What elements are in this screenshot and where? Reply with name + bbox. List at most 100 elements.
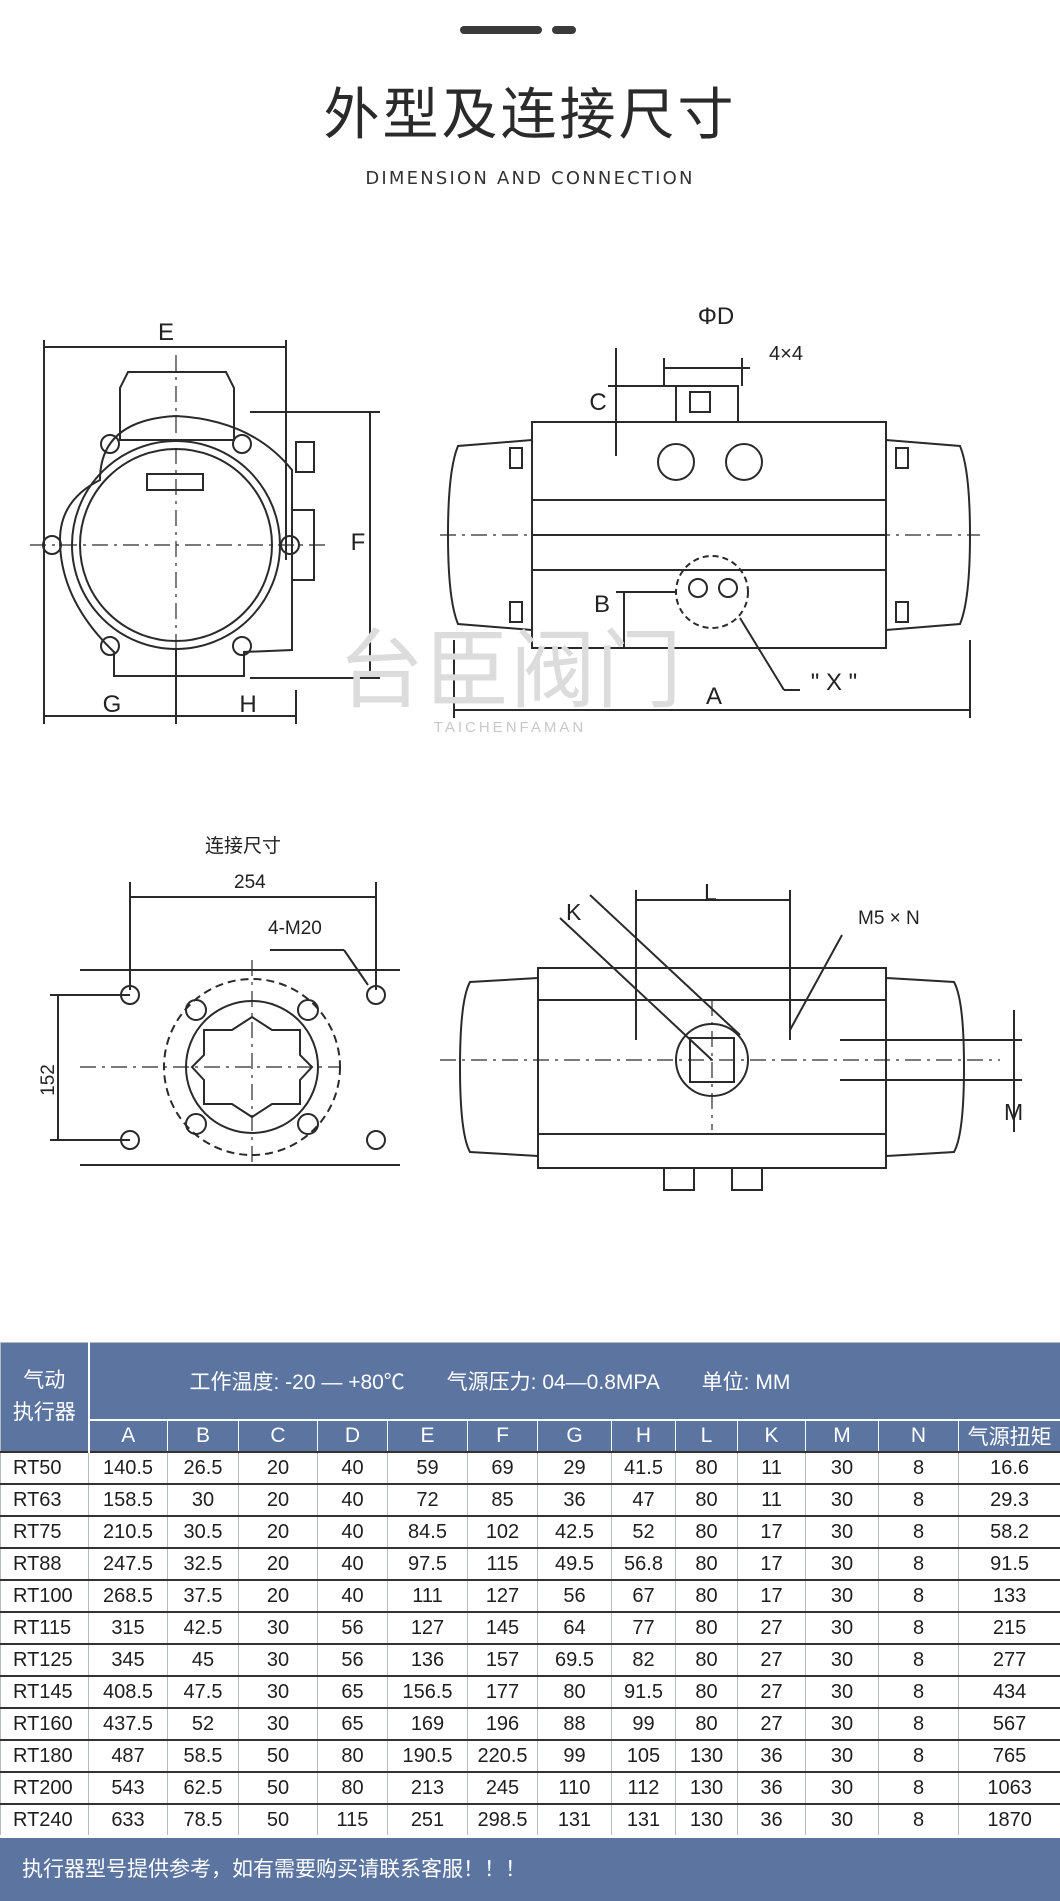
value-cell: 67 — [611, 1579, 676, 1612]
value-cell: 47 — [611, 1483, 676, 1516]
model-cell: RT145 — [0, 1675, 89, 1708]
spec-pressure: 气源压力: 04—0.8MPA — [446, 1371, 660, 1394]
value-cell: 56 — [317, 1611, 388, 1644]
value-cell: 40 — [317, 1515, 388, 1548]
value-cell: 36 — [737, 1771, 806, 1804]
label-H: H — [239, 691, 256, 718]
value-cell: 80 — [675, 1643, 738, 1676]
value-cell: 27 — [737, 1707, 806, 1740]
value-cell: 80 — [317, 1739, 388, 1772]
value-cell: 50 — [238, 1739, 318, 1772]
value-cell: 80 — [675, 1707, 738, 1740]
col-C: C — [238, 1419, 318, 1453]
value-cell: 78.5 — [167, 1803, 239, 1835]
spec-unit: 单位: MM — [701, 1371, 791, 1394]
value-cell: 20 — [238, 1451, 318, 1484]
col-K: K — [737, 1419, 806, 1453]
value-cell: 1870 — [957, 1803, 1060, 1835]
value-cell: 220.5 — [467, 1739, 538, 1772]
value-cell: 112 — [611, 1771, 676, 1804]
top-view — [458, 890, 1022, 1191]
value-cell: 40 — [317, 1483, 388, 1516]
value-cell: 8 — [878, 1515, 959, 1548]
value-cell: 27 — [737, 1643, 806, 1676]
value-cell: 27 — [737, 1675, 806, 1708]
model-cell: RT115 — [0, 1611, 89, 1644]
value-cell: 50 — [238, 1771, 318, 1804]
value-cell: 30 — [805, 1451, 879, 1484]
model-cell: RT125 — [0, 1643, 89, 1676]
value-cell: 157 — [467, 1643, 538, 1676]
col-N: N — [878, 1419, 959, 1453]
value-cell: 130 — [675, 1739, 738, 1772]
value-cell: 102 — [467, 1515, 538, 1548]
label-L: L — [704, 879, 717, 905]
technical-drawing: 台臣阀门 TAICHENFAMAN E F G H ΦD 4×4 C B A "… — [30, 303, 1023, 1191]
value-cell: 80 — [675, 1547, 738, 1580]
value-cell: 345 — [88, 1643, 168, 1676]
value-cell: 8 — [878, 1579, 959, 1612]
value-cell: 56.8 — [611, 1547, 676, 1580]
label-M: M — [1004, 1099, 1023, 1125]
value-cell: 58.2 — [957, 1515, 1060, 1548]
value-cell: 30 — [805, 1483, 879, 1516]
value-cell: 8 — [878, 1611, 959, 1644]
value-cell: 80 — [675, 1451, 738, 1484]
value-cell: 30 — [805, 1675, 879, 1708]
value-cell: 130 — [675, 1771, 738, 1804]
value-cell: 131 — [537, 1803, 612, 1835]
value-cell: 487 — [88, 1739, 168, 1772]
value-cell: 210.5 — [88, 1515, 168, 1548]
column-header-row: A B C D E F G H L K M N 气源扭矩 — [1, 1419, 1060, 1453]
value-cell: 8 — [878, 1483, 959, 1516]
value-cell: 105 — [611, 1739, 676, 1772]
value-cell: 36 — [537, 1483, 612, 1516]
value-cell: 80 — [675, 1515, 738, 1548]
value-cell: 97.5 — [387, 1547, 468, 1580]
value-cell: 1063 — [957, 1771, 1060, 1804]
label-4x4: 4×4 — [769, 343, 803, 365]
value-cell: 30 — [238, 1643, 318, 1676]
value-cell: 315 — [88, 1611, 168, 1644]
value-cell: 36 — [737, 1803, 806, 1835]
value-cell: 29 — [537, 1451, 612, 1484]
value-cell: 437.5 — [88, 1707, 168, 1740]
label-E: E — [158, 319, 174, 346]
value-cell: 30 — [167, 1483, 239, 1516]
value-cell: 247.5 — [88, 1547, 168, 1580]
col-L: L — [675, 1419, 738, 1453]
value-cell: 91.5 — [957, 1547, 1060, 1580]
value-cell: 30 — [805, 1643, 879, 1676]
value-cell: 268.5 — [88, 1579, 168, 1612]
value-cell: 245 — [467, 1771, 538, 1804]
value-cell: 115 — [467, 1547, 538, 1580]
end-view — [42, 340, 380, 724]
watermark-cn: 台臣阀门 — [338, 623, 682, 719]
value-cell: 30 — [805, 1547, 879, 1580]
value-cell: 37.5 — [167, 1579, 239, 1612]
dim-152: 152 — [38, 1064, 59, 1096]
value-cell: 69.5 — [537, 1643, 612, 1676]
page-subtitle: DIMENSION AND CONNECTION — [365, 168, 695, 189]
value-cell: 40 — [317, 1547, 388, 1580]
row-header-line2: 执行器 — [12, 1401, 76, 1424]
value-cell: 156.5 — [387, 1675, 468, 1708]
value-cell: 30 — [238, 1675, 318, 1708]
value-cell: 30 — [805, 1771, 879, 1804]
value-cell: 567 — [957, 1707, 1060, 1740]
spec-temp: 工作温度: -20 — +80℃ — [189, 1371, 405, 1394]
spec-table: 气动 执行器 工作温度: -20 — +80℃ 气源压力: 04—0.8MPA … — [0, 1342, 1060, 1835]
value-cell: 17 — [737, 1547, 806, 1580]
value-cell: 133 — [957, 1579, 1060, 1612]
model-cell: RT180 — [0, 1739, 89, 1772]
model-cell: RT100 — [0, 1579, 89, 1612]
label-B: B — [594, 591, 610, 618]
model-cell: RT160 — [0, 1707, 89, 1740]
value-cell: 62.5 — [167, 1771, 239, 1804]
value-cell: 633 — [88, 1803, 168, 1835]
value-cell: 20 — [238, 1579, 318, 1612]
